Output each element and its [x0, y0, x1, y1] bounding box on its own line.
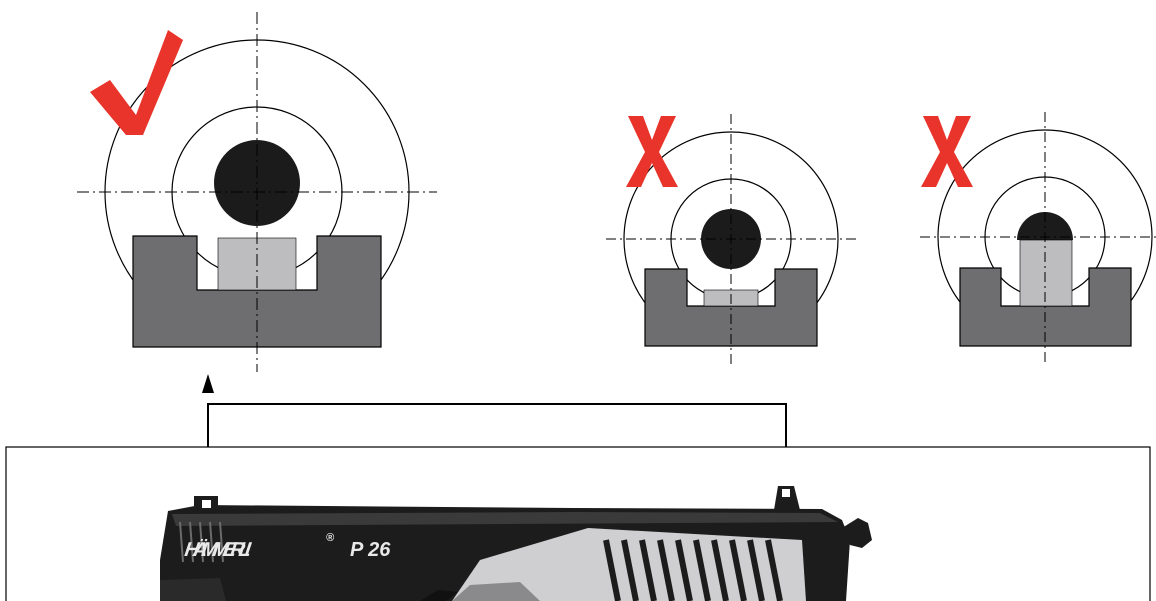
brand-name: HÄMMERLI [183, 538, 253, 561]
trigger-area [420, 590, 458, 601]
arrow-head-icon [202, 374, 214, 393]
registered-mark: ® [326, 532, 335, 544]
rear-sight-notch [132, 235, 382, 348]
slide-highlight [172, 512, 838, 526]
rear-sight [774, 486, 800, 510]
check-mark-icon [90, 30, 183, 135]
front-sight-dot-icon [202, 500, 211, 508]
model-name: P 26 [350, 539, 391, 561]
pistol-photo-panel: HÄMMERLI ® P 26 [5, 446, 1151, 601]
x-mark-icon [626, 116, 678, 187]
pistol-frame [160, 578, 226, 601]
sight-picture-correct [77, 12, 437, 372]
front-serrations [179, 521, 224, 563]
sight-picture-incorrect-high [920, 112, 1156, 362]
sight-picture-incorrect-low [606, 114, 856, 364]
slide-shade [452, 582, 540, 601]
rear-sight-notch [644, 268, 818, 347]
front-sight-post [1019, 239, 1073, 307]
x-mark-icon [921, 116, 973, 187]
rear-sight-dot-icon [782, 489, 790, 497]
rear-serrations [603, 539, 783, 601]
pistol-hammer [842, 518, 872, 548]
